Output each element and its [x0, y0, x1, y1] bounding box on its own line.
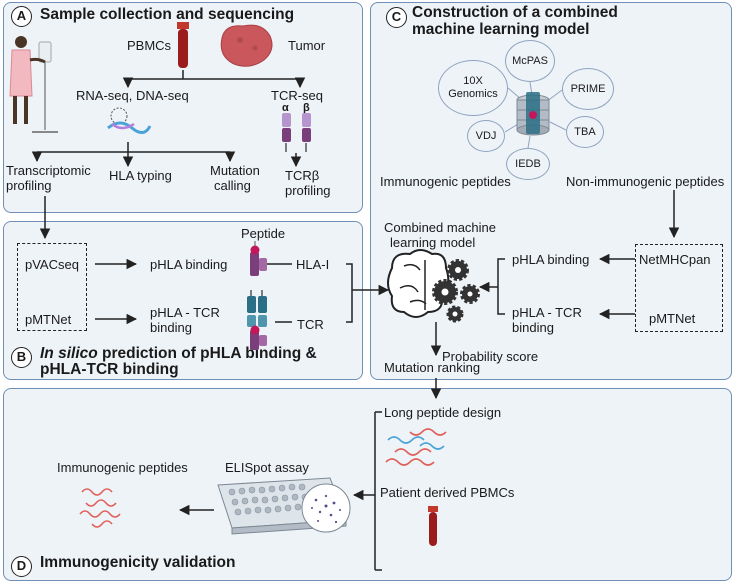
combined-model-label-2: learning model: [390, 235, 476, 250]
phla-tcr-label-b-2: binding: [150, 320, 192, 335]
non-immunogenic-peptides-label: Non-immunogenic peptides: [566, 174, 725, 189]
panel-b: [3, 221, 363, 380]
phla-tcr-label-c-2: binding: [512, 320, 554, 335]
dna-icon: [107, 107, 152, 134]
hla-molecule-icon: [250, 241, 267, 276]
database-icon: [516, 92, 550, 136]
panel-c-title-2: machine learning model: [412, 21, 590, 38]
transcriptomic-label-1: Transcriptomic: [6, 163, 91, 178]
peptides-icon: [385, 428, 447, 466]
combined-model-label-1: Combined machine: [384, 220, 497, 235]
pvacseq-label: pVACseq: [25, 257, 79, 272]
panel-c-letter: C: [386, 7, 407, 28]
brain-gears-icon: [387, 249, 480, 323]
phla-tcr-label-b-1: pHLA - TCR: [150, 305, 220, 320]
tcrb-label-2: profiling: [285, 183, 331, 198]
panel-d: [3, 388, 732, 581]
pmtnet-label-b: pMTNet: [25, 312, 72, 327]
rna-dna-seq-label: RNA-seq, DNA-seq: [76, 88, 189, 103]
patient-icon: [9, 36, 58, 133]
tcr-label: TCR: [297, 317, 324, 332]
phla-binding-label-b: pHLA binding: [150, 257, 228, 272]
tcrb-label-1: TCRβ: [285, 168, 320, 183]
tumor-label: Tumor: [288, 38, 326, 53]
patient-derived-pbmcs-label: Patient derived PBMCs: [380, 485, 515, 500]
immunogenic-peptides-label-d: Immunogenic peptides: [57, 460, 188, 475]
in-silico-text: In silico: [40, 345, 98, 362]
panel-a-title: Sample collection and sequencing: [40, 6, 295, 23]
peptide-label: Peptide: [241, 226, 286, 241]
panel-b-title-line-1: In silico prediction of pHLA binding &: [40, 345, 317, 363]
elispot-plate-icon: [217, 477, 351, 535]
immunogenic-peptides-icon: [79, 488, 121, 528]
alpha-label: α: [282, 102, 289, 114]
db-tba: TBA: [566, 116, 604, 148]
db-vdj: VDJ: [467, 120, 505, 152]
db-mcpas: McPAS: [505, 40, 555, 82]
panel-d-letter: D: [11, 556, 32, 577]
panel-c-tools-box: [635, 244, 723, 332]
beta-label: β: [303, 102, 310, 114]
panel-d-title: Immunogenicity validation: [40, 554, 236, 571]
panel-c-title-1: Construction of a combined: [412, 4, 618, 21]
long-peptide-design-label: Long peptide design: [384, 405, 502, 420]
blood-tube-icon: [177, 22, 189, 68]
hla-i-label: HLA-I: [296, 257, 330, 272]
mutation-ranking-label: Mutation ranking: [384, 360, 481, 375]
panel-a-letter: A: [11, 6, 32, 27]
db-prime: PRIME: [562, 68, 614, 110]
pmtnet-label-c: pMTNet: [649, 311, 696, 326]
tumor-icon: [220, 24, 273, 67]
hla-typing-label: HLA typing: [109, 168, 172, 183]
tcr-chains-icon: [282, 113, 311, 152]
pbmcs-label: PBMCs: [127, 38, 172, 53]
panel-b-tools-box: [17, 243, 87, 331]
tcr-seq-label: TCR-seq: [271, 88, 324, 103]
blood-tube-icon-d: [428, 506, 438, 546]
panel-b-title-rest: prediction of pHLA binding &: [97, 345, 317, 362]
panel-b-title-line-2: pHLA-TCR binding: [40, 361, 179, 378]
tcr-molecule-icon: [247, 290, 267, 350]
panel-b-letter: B: [11, 347, 32, 368]
immunogenic-peptides-label-c: Immunogenic peptides: [380, 174, 511, 189]
db-iedb: IEDB: [506, 148, 550, 180]
netmhcpan-label: NetMHCpan: [639, 252, 711, 267]
mutation-label-2: calling: [214, 178, 251, 193]
mutation-label-1: Mutation: [210, 163, 260, 178]
elispot-assay-label: ELISpot assay: [225, 460, 309, 475]
probability-score-label: Probability score: [442, 349, 539, 364]
phla-binding-label-c: pHLA binding: [512, 252, 590, 267]
transcriptomic-label-2: profiling: [6, 178, 52, 193]
phla-tcr-label-c-1: pHLA - TCR: [512, 305, 582, 320]
db-10x-genomics: 10X Genomics: [438, 60, 508, 116]
